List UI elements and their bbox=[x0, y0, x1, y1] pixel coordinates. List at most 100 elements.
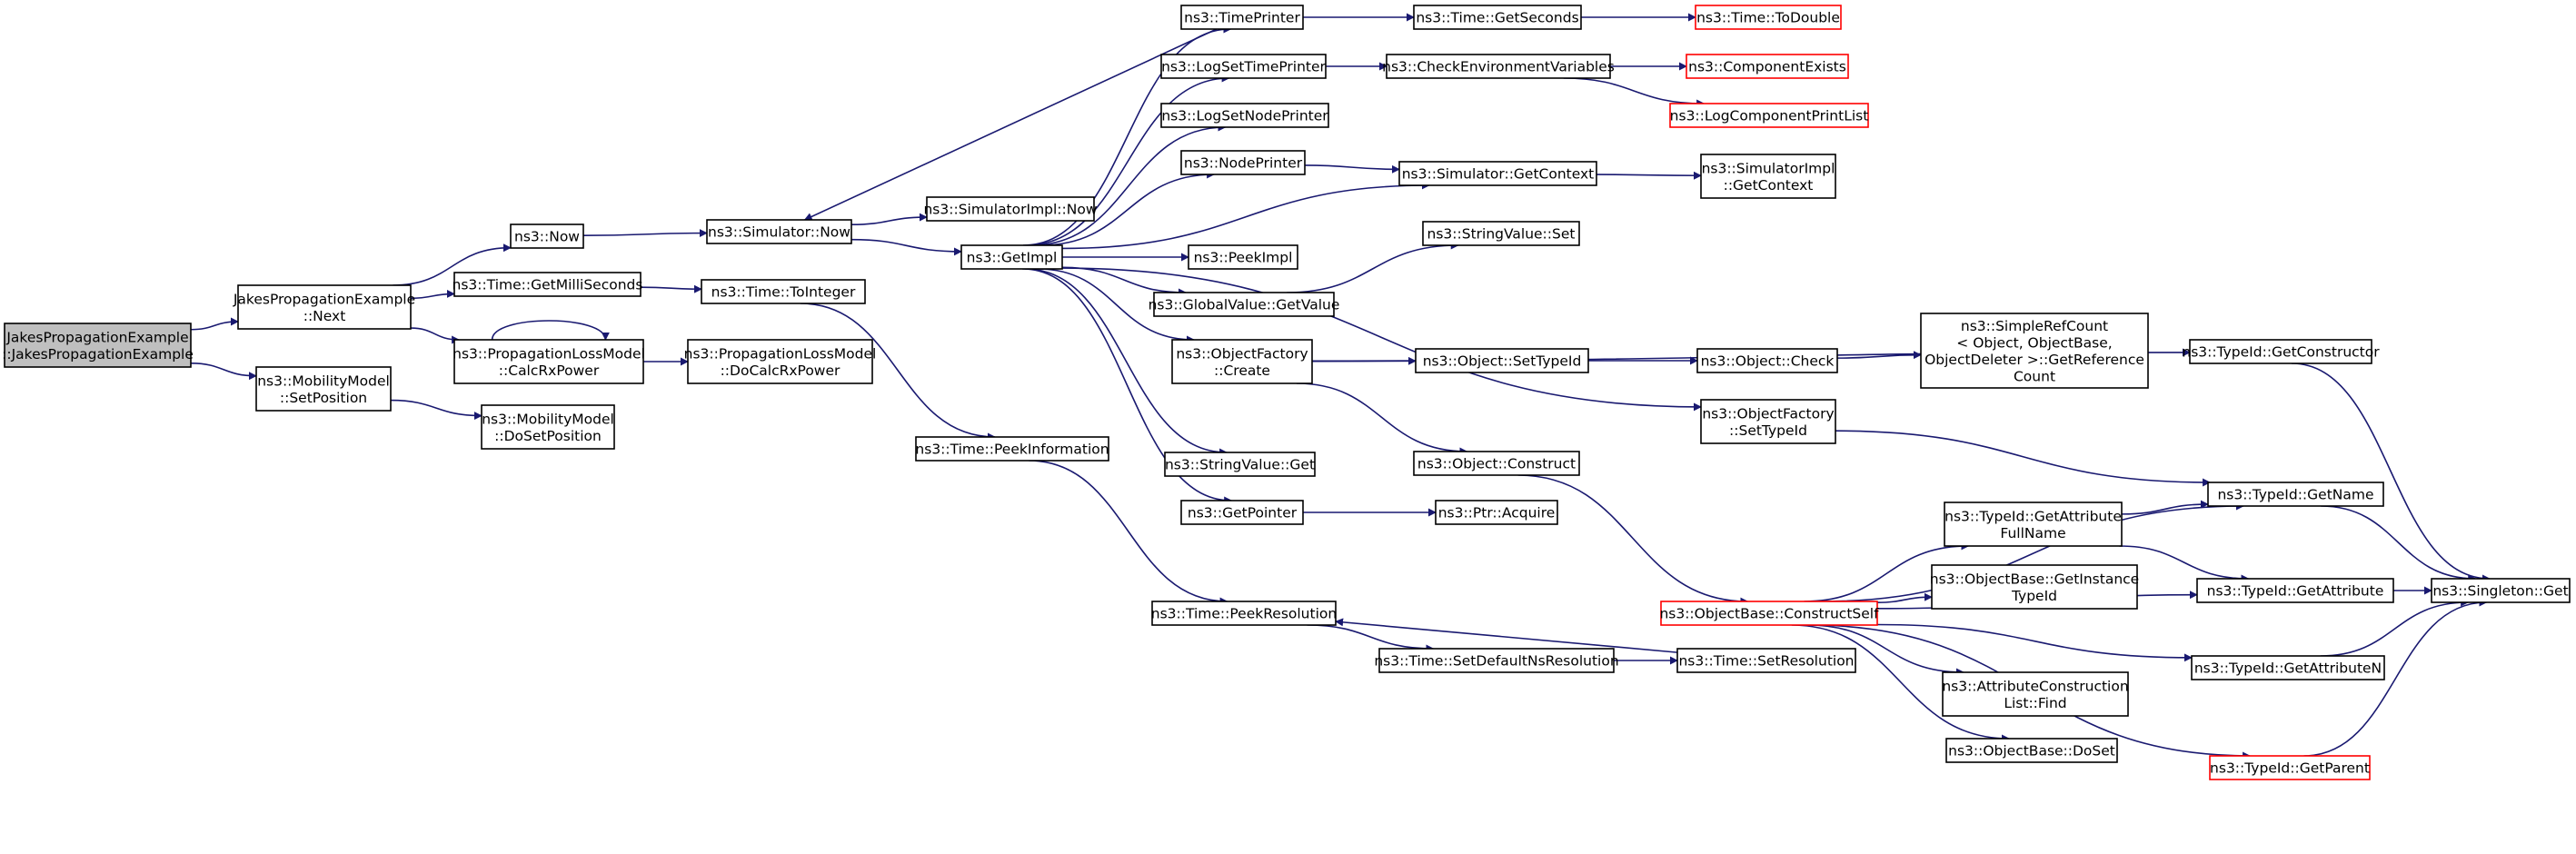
node-peekimpl[interactable]: ns3::PeekImpl bbox=[1188, 244, 1298, 270]
node-setdefres[interactable]: ns3::Time::SetDefaultNsResolution bbox=[1374, 648, 1619, 673]
node-toint[interactable]: ns3::Time::ToInteger bbox=[701, 279, 866, 304]
edge-sim-now-to-getimpl bbox=[850, 238, 962, 256]
edge-ob-construct-to-ob-doset bbox=[1791, 624, 2011, 743]
node-peekinfo[interactable]: ns3::Time::PeekInformation bbox=[915, 436, 1109, 462]
node-getms[interactable]: ns3::Time::GetMilliSeconds bbox=[453, 272, 643, 297]
node-label: ns3::Object::Construct bbox=[1417, 456, 1576, 472]
edge-obj-check-to-src-getref bbox=[1836, 351, 1922, 360]
edge-getimpl-to-sim-getctx bbox=[1061, 181, 1430, 250]
node-label: ns3::NodePrinter bbox=[1184, 155, 1303, 172]
node-label: ::Next bbox=[303, 308, 346, 324]
node-label: ns3::GlobalValue::GetValue bbox=[1149, 297, 1340, 313]
node-ptr-acquire[interactable]: ns3::Ptr::Acquire bbox=[1435, 500, 1558, 525]
node-sv-get[interactable]: ns3::StringValue::Get bbox=[1164, 452, 1316, 477]
node-simimpl-now[interactable]: ns3::SimulatorImpl::Now bbox=[923, 196, 1098, 222]
node-label: ns3::ObjectFactory bbox=[1702, 405, 1834, 422]
node-peekres[interactable]: ns3::Time::PeekResolution bbox=[1151, 601, 1337, 626]
node-plm-docalc[interactable]: ns3::PropagationLossModel::DoCalcRxPower bbox=[684, 339, 877, 384]
node-getpointer[interactable]: ns3::GetPointer bbox=[1180, 500, 1304, 525]
node-getimpl[interactable]: ns3::GetImpl bbox=[960, 244, 1063, 270]
node-sim-getctx[interactable]: ns3::Simulator::GetContext bbox=[1398, 161, 1597, 186]
node-singleton-get[interactable]: ns3::Singleton::Get bbox=[2431, 578, 2571, 603]
node-label: ns3::Time::SetDefaultNsResolution bbox=[1374, 653, 1618, 670]
edge-mm-setpos-to-mm-dosetpos bbox=[390, 399, 482, 421]
node-tid-getattrn[interactable]: ns3::TypeId::GetAttributeN bbox=[2191, 655, 2385, 680]
node-box bbox=[2431, 578, 2571, 603]
node-box bbox=[706, 219, 852, 244]
node-of-create[interactable]: ns3::ObjectFactory::Create bbox=[1171, 339, 1313, 384]
node-label: ns3::AttributeConstruction bbox=[1942, 678, 2128, 694]
node-label: ns3::PropagationLossModel bbox=[684, 345, 877, 362]
edge-setres-to-peekres bbox=[1335, 618, 1678, 653]
node-box bbox=[1696, 348, 1838, 373]
node-now[interactable]: ns3::Now bbox=[510, 223, 584, 249]
node-sim-now[interactable]: ns3::Simulator::Now bbox=[706, 219, 852, 244]
node-checkenv[interactable]: ns3::CheckEnvironmentVariables bbox=[1382, 54, 1615, 79]
edge-timeprinter-to-sim-now bbox=[803, 28, 1218, 221]
node-label: ns3::CheckEnvironmentVariables bbox=[1382, 59, 1615, 75]
node-label: ns3::Time::ToDouble bbox=[1696, 10, 1840, 26]
edge-next-to-plm-calc bbox=[410, 327, 461, 344]
node-obj-check[interactable]: ns3::Object::Check bbox=[1696, 348, 1838, 373]
node-box bbox=[453, 272, 642, 297]
node-box bbox=[2189, 339, 2372, 364]
node-box bbox=[1415, 348, 1589, 373]
node-label: JakesPropagationExample bbox=[5, 329, 188, 345]
node-label: ns3::LogSetTimePrinter bbox=[1161, 59, 1326, 75]
node-ob-construct[interactable]: ns3::ObjectBase::ConstructSelf bbox=[1659, 601, 1879, 626]
node-box bbox=[1151, 601, 1337, 626]
node-label: ::GetContext bbox=[1724, 177, 1814, 194]
node-of-settid[interactable]: ns3::ObjectFactory::SetTypeId bbox=[1700, 399, 1836, 444]
node-ob-doset[interactable]: ns3::ObjectBase::DoSet bbox=[1945, 738, 2118, 763]
node-label: ns3::ComponentExists bbox=[1688, 59, 1846, 75]
node-tid-getname[interactable]: ns3::TypeId::GetName bbox=[2207, 482, 2384, 507]
node-tid-getctor[interactable]: ns3::TypeId::GetConstructor bbox=[2182, 339, 2380, 364]
node-src-getref[interactable]: ns3::SimpleRefCount< Object, ObjectBase,… bbox=[1920, 313, 2149, 389]
node-box bbox=[1669, 103, 1869, 128]
node-mm-dosetpos[interactable]: ns3::MobilityModel::DoSetPosition bbox=[481, 404, 615, 450]
node-box bbox=[1180, 500, 1304, 525]
node-logsetnp[interactable]: ns3::LogSetNodePrinter bbox=[1160, 103, 1329, 128]
node-todouble[interactable]: ns3::Time::ToDouble bbox=[1695, 5, 1842, 30]
edge-gv-getvalue-to-sv-set bbox=[1287, 241, 1459, 293]
node-label: ns3::Ptr::Acquire bbox=[1438, 505, 1556, 521]
node-tid-getattr[interactable]: ns3::TypeId::GetAttribute bbox=[2196, 578, 2394, 603]
edge-getms-to-toint bbox=[640, 284, 702, 293]
node-setres[interactable]: ns3::Time::SetResolution bbox=[1676, 648, 1856, 673]
node-getseconds[interactable]: ns3::Time::GetSeconds bbox=[1413, 5, 1582, 30]
node-box bbox=[2191, 655, 2385, 680]
node-logcpl[interactable]: ns3::LogComponentPrintList bbox=[1669, 103, 1869, 128]
node-label: ::CalcRxPower bbox=[499, 362, 600, 379]
node-label: ns3::StringValue::Get bbox=[1165, 457, 1315, 473]
edge-getimpl-to-getpointer bbox=[1022, 268, 1233, 505]
node-label: ::SetTypeId bbox=[1729, 422, 1807, 439]
node-next[interactable]: JakesPropagationExample::Next bbox=[233, 284, 415, 330]
edge-root-to-mm-setpos bbox=[190, 362, 257, 381]
node-label: ns3::StringValue::Set bbox=[1427, 226, 1576, 243]
edge-plm-calc-to-plm-calc bbox=[491, 320, 610, 341]
node-simimpl-getctx[interactable]: ns3::SimulatorImpl::GetContext bbox=[1700, 154, 1836, 199]
node-obj-settid[interactable]: ns3::Object::SetTypeId bbox=[1415, 348, 1589, 373]
node-box bbox=[687, 339, 873, 384]
node-tid-getparent[interactable]: ns3::TypeId::GetParent bbox=[2209, 755, 2371, 780]
node-sv-set[interactable]: ns3::StringValue::Set bbox=[1422, 221, 1580, 246]
node-nodeprinter[interactable]: ns3::NodePrinter bbox=[1180, 150, 1306, 175]
node-plm-calc[interactable]: ns3::PropagationLossModel::CalcRxPower bbox=[453, 339, 645, 384]
node-obj-construct[interactable]: ns3::Object::Construct bbox=[1413, 451, 1580, 476]
node-label: ns3::ObjectBase::ConstructSelf bbox=[1659, 606, 1879, 622]
node-root[interactable]: JakesPropagationExample::JakesPropagatio… bbox=[2, 323, 194, 368]
node-label: ns3::SimulatorImpl bbox=[1702, 160, 1835, 176]
node-box bbox=[1188, 244, 1298, 270]
edge-next-to-now bbox=[393, 243, 512, 286]
node-gv-getvalue[interactable]: ns3::GlobalValue::GetValue bbox=[1149, 292, 1340, 317]
node-timeprinter[interactable]: ns3::TimePrinter bbox=[1180, 5, 1304, 30]
node-mm-setpos[interactable]: ns3::MobilityModel::SetPosition bbox=[255, 366, 392, 412]
node-logsettp[interactable]: ns3::LogSetTimePrinter bbox=[1160, 54, 1327, 79]
node-compexists[interactable]: ns3::ComponentExists bbox=[1686, 54, 1849, 79]
edge-next-to-getms bbox=[410, 289, 455, 300]
node-label: ns3::Simulator::Now bbox=[708, 224, 850, 241]
node-label: ns3::Time::PeekResolution bbox=[1151, 606, 1337, 622]
